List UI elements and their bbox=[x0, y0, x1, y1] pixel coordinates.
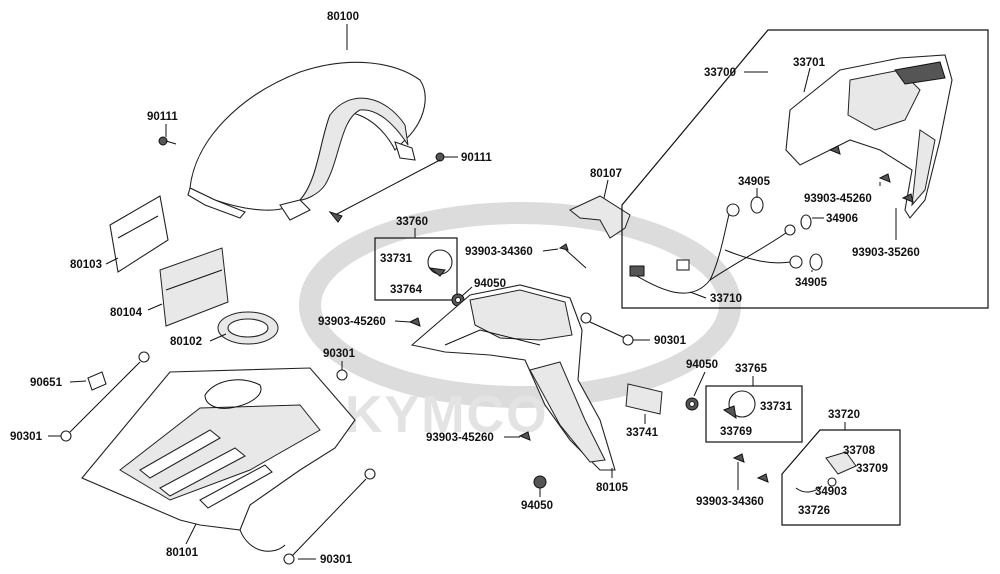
washer-90301-b bbox=[60, 430, 72, 442]
screw-90111-right bbox=[328, 152, 445, 223]
callout-34903: 34903 bbox=[815, 486, 847, 498]
callout-80100: 80100 bbox=[327, 11, 359, 23]
lamp-33731-in-box bbox=[427, 249, 453, 277]
callout-33701: 33701 bbox=[793, 57, 826, 69]
rear-cover-80105 bbox=[410, 284, 616, 471]
callout-94050-right: 94050 bbox=[686, 359, 718, 371]
clip-90651 bbox=[87, 371, 107, 391]
nut-94050-lower bbox=[533, 475, 547, 489]
callout-80107: 80107 bbox=[590, 168, 622, 180]
under-tray-80101 bbox=[81, 367, 356, 552]
callout-33764: 33764 bbox=[390, 284, 423, 296]
bulb-34906 bbox=[784, 214, 812, 236]
callout-90111-left: 90111 bbox=[147, 111, 178, 123]
washer-90301-c bbox=[336, 369, 348, 381]
kymco-watermark: KYMCO bbox=[299, 202, 741, 444]
callout-94050-mid: 94050 bbox=[474, 278, 506, 290]
callout-90111-right: 90111 bbox=[461, 152, 492, 164]
callout-90651: 90651 bbox=[30, 377, 63, 389]
bulb-34905-bottom bbox=[789, 253, 823, 271]
callout-80102: 80102 bbox=[170, 336, 202, 348]
callout-34905-bottom: 34905 bbox=[795, 277, 828, 289]
bulb-34905-top bbox=[726, 196, 764, 217]
callout-93903-34360-right: 93903-34360 bbox=[696, 496, 764, 508]
callout-93903-34360-mid: 93903-34360 bbox=[465, 246, 533, 258]
bracket-80107 bbox=[569, 195, 631, 239]
callout-93903-45260-mid: 93903-45260 bbox=[318, 316, 386, 328]
watermark-text: KYMCO bbox=[345, 386, 549, 444]
screw-90111-left bbox=[158, 136, 177, 146]
callout-33700: 33700 bbox=[704, 67, 736, 79]
callout-33765: 33765 bbox=[735, 363, 768, 375]
callout-90301-mid: 90301 bbox=[654, 335, 687, 347]
lamp-33731-in-box-33765 bbox=[722, 390, 756, 420]
callout-80104: 80104 bbox=[110, 307, 143, 319]
callout-box-33700 bbox=[621, 29, 989, 309]
callout-33731-b: 33731 bbox=[760, 401, 793, 413]
tail-light-33701 bbox=[785, 54, 953, 219]
screws-tail-light bbox=[828, 145, 914, 203]
nut-94050-mid-hole bbox=[454, 296, 462, 304]
nut-94050-right-hole bbox=[688, 400, 696, 408]
leader-lines bbox=[48, 24, 897, 560]
callout-box-33720 bbox=[781, 429, 901, 526]
callout-33760: 33760 bbox=[396, 216, 428, 228]
reflector-33741 bbox=[625, 383, 663, 415]
washer-90301-d bbox=[364, 468, 376, 480]
callout-33769: 33769 bbox=[720, 426, 752, 438]
callout-93903-35260: 93903-35260 bbox=[852, 247, 920, 259]
callout-labels: 80100 90111 90111 80103 80104 80102 9065… bbox=[10, 11, 920, 566]
callout-box-33760 bbox=[374, 237, 458, 301]
license-lamp-33720 bbox=[795, 451, 857, 493]
washer-90301-mid bbox=[580, 312, 592, 324]
screw-93903-45260-lower bbox=[518, 431, 531, 441]
callout-93903-45260-lower: 93903-45260 bbox=[426, 432, 494, 444]
screw-93903-45260-mid bbox=[408, 317, 421, 327]
callout-33709: 33709 bbox=[856, 463, 888, 475]
callout-33741: 33741 bbox=[626, 427, 659, 439]
washer-90301-mid-b bbox=[622, 334, 634, 346]
screws-93903-34360-right bbox=[732, 453, 769, 490]
callout-90301-left: 90301 bbox=[10, 431, 43, 443]
callout-33720: 33720 bbox=[828, 409, 860, 421]
callout-94050-lower: 94050 bbox=[521, 500, 553, 512]
callout-33710: 33710 bbox=[710, 293, 742, 305]
callout-33726: 33726 bbox=[798, 505, 830, 517]
screw-93903-34360-mid bbox=[558, 243, 587, 269]
callout-34906: 34906 bbox=[826, 213, 858, 225]
callout-33708: 33708 bbox=[843, 445, 876, 457]
callout-80101: 80101 bbox=[166, 547, 199, 559]
callout-33731-a: 33731 bbox=[380, 253, 413, 265]
callout-80105: 80105 bbox=[596, 482, 629, 494]
rear-fender-80100 bbox=[187, 61, 426, 221]
callout-93903-45260-right: 93903-45260 bbox=[804, 193, 872, 205]
callout-34905-top: 34905 bbox=[738, 176, 771, 188]
callout-90301-center: 90301 bbox=[323, 348, 356, 360]
callout-80103: 80103 bbox=[70, 259, 102, 271]
washer-90301-a bbox=[138, 351, 150, 363]
callout-box-33765 bbox=[705, 385, 803, 443]
callout-90301-bottom: 90301 bbox=[320, 554, 353, 566]
wiring-harness-33710 bbox=[629, 209, 791, 294]
rubber-cover-80102 bbox=[217, 311, 279, 345]
mud-flap-80103 bbox=[109, 195, 169, 273]
splash-guard-80104 bbox=[159, 247, 229, 327]
washer-90301-e bbox=[283, 553, 295, 565]
